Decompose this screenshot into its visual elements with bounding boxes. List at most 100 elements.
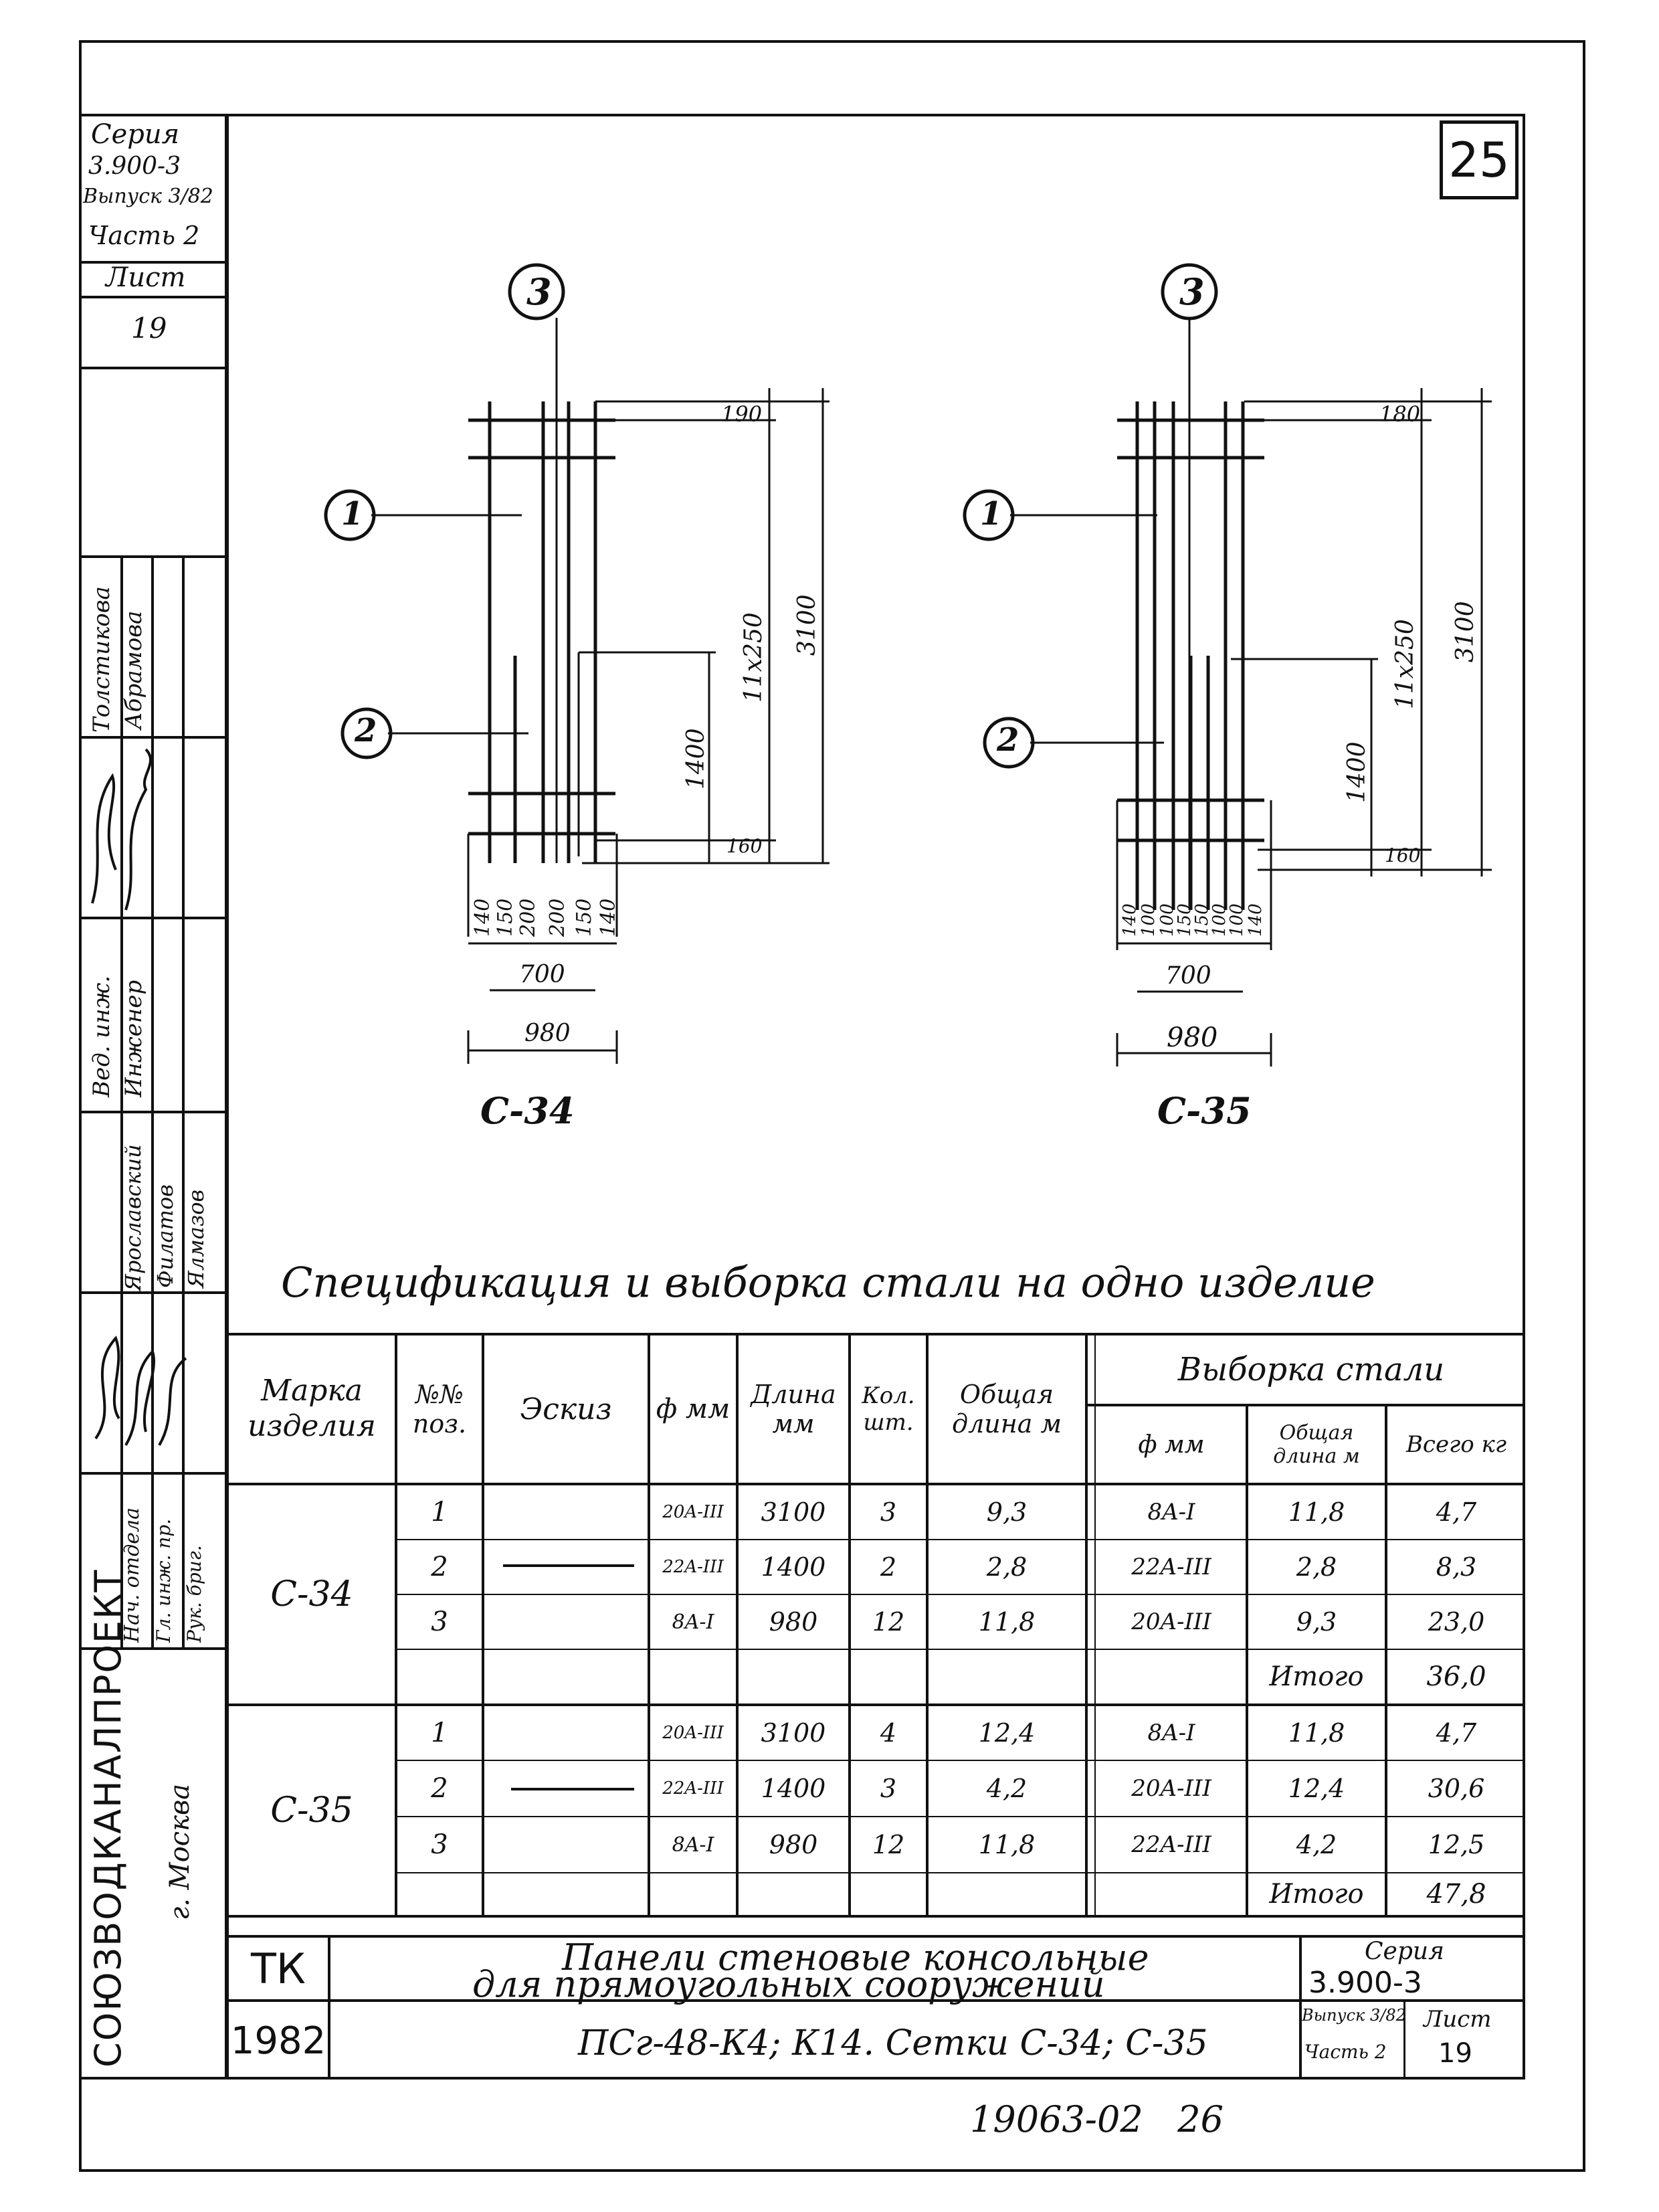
table-row-line <box>395 1539 1525 1540</box>
th-length: Длина мм <box>751 1380 836 1439</box>
dim-160-left: 160 <box>726 835 763 857</box>
dim-small-left: 200 <box>516 898 540 937</box>
cell-total: 9,3 <box>986 1497 1028 1527</box>
dim-980-left: 980 <box>524 1020 571 1047</box>
cell-s-dia: 8A-I <box>1147 1499 1195 1526</box>
cell-s-dia: 22A-III <box>1131 1554 1211 1580</box>
cell-s-mass: 4,7 <box>1436 1497 1477 1527</box>
dim-small-right: 140 <box>1120 903 1140 937</box>
dim-small-left: 140 <box>597 898 620 937</box>
sheet-number-box: 25 <box>1440 120 1519 199</box>
cell-s-dia: 20A-III <box>1131 1608 1211 1635</box>
table-border <box>1085 1404 1525 1406</box>
cell-qty: 12 <box>872 1830 905 1859</box>
th-sketch: Эскиз <box>520 1392 612 1426</box>
cell-total: 12,4 <box>978 1718 1036 1748</box>
table-col-line <box>1094 1333 1096 1915</box>
dim-700-left: 700 <box>519 961 565 988</box>
th-steel-len: Общая длина м <box>1273 1421 1360 1468</box>
group-mark: С-35 <box>270 1790 353 1831</box>
cell-pos: 1 <box>431 1497 448 1528</box>
table-row-line <box>395 1760 1525 1761</box>
title-block-line <box>1403 1999 1405 2080</box>
side-col-line <box>182 555 185 1647</box>
cell-length: 980 <box>769 1830 818 1859</box>
th-steel: Выборка стали <box>1177 1351 1445 1388</box>
table-row-line <box>395 1872 1525 1873</box>
table-row-line <box>395 1594 1525 1595</box>
itogo-label: Итого <box>1269 1661 1364 1692</box>
dim-190-left: 190 <box>721 401 763 427</box>
side-divider <box>79 1291 227 1294</box>
cell-s-len: 12,4 <box>1288 1774 1345 1803</box>
footer-code: 19063-02 26 <box>970 2098 1224 2140</box>
dim-980-right: 980 <box>1167 1022 1218 1053</box>
callout-2-left: 2 <box>355 712 377 749</box>
th-steel-mass: Всего кг <box>1405 1431 1507 1458</box>
table-row-line <box>395 1649 1525 1650</box>
sheet-number: 25 <box>1448 132 1510 188</box>
cell-qty: 4 <box>880 1718 897 1748</box>
table-border <box>226 1915 1525 1918</box>
title-block-line <box>1299 1935 1302 2080</box>
dim-700-right: 700 <box>1165 962 1211 990</box>
cell-s-mass: 12,5 <box>1428 1830 1485 1859</box>
th-steel-dia: ф мм <box>1138 1431 1205 1459</box>
side-divider <box>79 736 227 739</box>
table-col-line <box>1085 1333 1088 1915</box>
side-sheet-label: Лист <box>106 262 186 293</box>
cell-s-len: 11,8 <box>1288 1718 1345 1748</box>
table-col-line <box>395 1333 397 1915</box>
dim-small-right: 100 <box>1227 903 1247 937</box>
title-sheet-label: Лист <box>1424 2006 1492 2033</box>
cell-s-mass: 8,3 <box>1436 1552 1477 1582</box>
cell-length: 1400 <box>761 1552 826 1582</box>
side-divider <box>79 296 227 298</box>
cell-dia: 22A-III <box>662 1557 724 1577</box>
cell-s-dia: 8A-I <box>1147 1720 1195 1746</box>
title-sheet-value: 19 <box>1438 2038 1472 2069</box>
title-series-label: Серия <box>1365 1938 1444 1965</box>
table-border <box>226 1703 1525 1706</box>
cell-pos: 1 <box>431 1718 448 1748</box>
dim-11x250-left: 11x250 <box>740 612 767 703</box>
itogo-label: Итого <box>1269 1879 1364 1910</box>
th-dia: ф мм <box>656 1394 730 1424</box>
cell-dia: 20A-III <box>662 1502 724 1522</box>
cell-s-dia: 20A-III <box>1131 1775 1211 1802</box>
spec-title: Спецификация и выборка стали на одно изд… <box>281 1258 1375 1307</box>
callout-1-right: 1 <box>980 495 1003 533</box>
side-series-label: Серия <box>91 119 180 150</box>
title-block-line <box>226 1999 1525 2002</box>
dim-small-left: 140 <box>471 898 494 937</box>
table-col-line <box>926 1333 929 1915</box>
side-stamp-frame <box>79 114 227 2080</box>
table-border <box>226 1333 1525 1335</box>
side-divider <box>79 261 227 264</box>
cell-pos: 2 <box>431 1552 448 1582</box>
th-qty: Кол. шт. <box>862 1382 915 1436</box>
group-mark: С-34 <box>270 1574 353 1615</box>
side-col-line <box>120 555 123 1647</box>
cell-dia: 8A-I <box>672 1833 714 1857</box>
cell-total: 2,8 <box>986 1552 1028 1582</box>
cell-s-mass: 30,6 <box>1428 1774 1485 1803</box>
sketch-bar <box>511 1788 634 1790</box>
cell-length: 980 <box>769 1607 818 1637</box>
side-issue: Выпуск 3/82 <box>83 185 213 208</box>
title-line2: для прямоугольных сооружений <box>472 1963 1105 2005</box>
dim-small-right: 100 <box>1139 903 1159 937</box>
itogo-value: 47,8 <box>1426 1879 1486 1910</box>
side-sheet-number: 19 <box>131 312 167 345</box>
cell-s-dia: 22A-III <box>1131 1831 1211 1858</box>
dim-180-right: 180 <box>1379 401 1421 427</box>
cell-pos: 2 <box>431 1773 448 1804</box>
title-tk: ТК <box>251 1944 306 1993</box>
table-border <box>226 1935 1525 1938</box>
cell-s-len: 2,8 <box>1296 1552 1337 1582</box>
cell-pos: 3 <box>431 1829 448 1860</box>
cell-qty: 2 <box>880 1552 897 1582</box>
cell-s-len: 4,2 <box>1296 1830 1337 1859</box>
dim-1400-left: 1400 <box>682 728 710 790</box>
